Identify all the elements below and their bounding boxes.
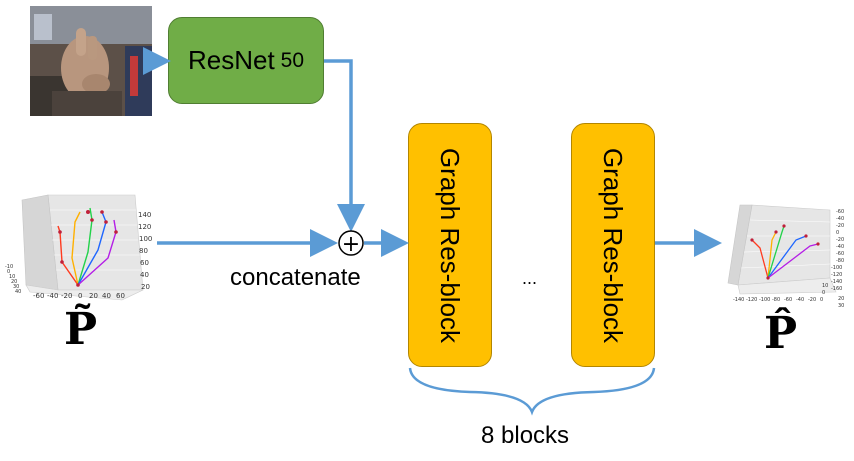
tick-label: -120 [746,297,757,303]
tick-label: 0 [822,290,825,296]
plus-symbol: + [342,232,360,257]
input-pose-symbol: P̃ [64,304,98,355]
resnet-depth: 50 [280,48,305,72]
tick-label: 0 [7,269,10,275]
tick-label: 40 [102,292,111,300]
tick-label: -20 [836,223,844,229]
arrow-resnet-to-concat [324,59,365,232]
tick-label: 30 [838,303,844,309]
tick-label: 20 [141,283,150,291]
tick-label: -160 [831,286,842,292]
tick-label: 0 [820,297,823,303]
tick-label: 0 [78,292,82,300]
concatenate-label: concatenate [230,264,361,291]
tick-label: -60 [836,251,844,257]
tick-label: -80 [772,297,780,303]
tick-label: 120 [138,223,151,231]
tick-label: -40 [836,244,844,250]
tick-label: 100 [139,235,152,243]
tick-label: -40 [836,216,844,222]
graph-res-block-last: Graph Res-block [571,123,655,367]
tick-label: 0 [836,230,839,236]
tick-label: 20 [11,279,17,285]
tick-label: -100 [831,265,842,271]
tick-label: -40 [796,297,804,303]
blocks-brace [408,367,656,416]
tick-label: 60 [116,292,125,300]
output-pose-plot [727,204,837,295]
tick-label: -140 [733,297,744,303]
input-pose-plot [21,194,144,301]
tick-label: 10 [822,283,828,289]
tick-label: 40 [15,289,21,295]
tick-label: -120 [831,272,842,278]
tick-label: 60 [140,259,149,267]
input-plot-side-ticks: -10 0 10 20 30 40 [5,264,21,295]
concat-node [338,230,364,256]
input-plot-x-ticks: -60 -40 -20 0 20 40 60 [33,292,125,300]
tick-label: -20 [808,297,816,303]
output-plot-x-ticks: -140 -120 -100 -80 -60 -40 -20 0 [733,297,823,303]
tick-label: 80 [139,247,148,255]
hand-photo [30,6,152,116]
tick-label: -100 [759,297,770,303]
tick-label: -80 [836,258,844,264]
tick-label: 40 [140,271,149,279]
blocks-count-label: 8 blocks [481,422,570,449]
graph-res-block-first: Graph Res-block [408,123,492,367]
resnet-name: ResNet [187,45,275,75]
tick-label: 30 [13,284,19,290]
ellipsis: ... [522,268,538,288]
output-pose-symbol: P̂ [764,308,798,359]
tick-label: -40 [47,292,58,300]
tick-label: -20 [61,292,72,300]
tick-label: -60 [33,292,44,300]
tick-label: -60 [836,209,844,215]
input-plot-z-ticks: 140 120 100 80 60 40 20 [138,211,152,291]
output-plot-right-ticks: -60 -40 -20 0 -20 -40 -60 -80 -100 -120 … [831,209,844,292]
output-plot-depth-ticks: 0 10 20 30 [822,283,844,309]
tick-label: 140 [138,211,151,219]
tick-label: -140 [831,279,842,285]
tick-label: -10 [5,264,13,270]
tick-label: 10 [9,274,15,280]
tick-label: -60 [784,297,792,303]
tick-label: -20 [836,237,844,243]
tick-label: 20 [838,296,844,302]
tick-label: 20 [89,292,98,300]
